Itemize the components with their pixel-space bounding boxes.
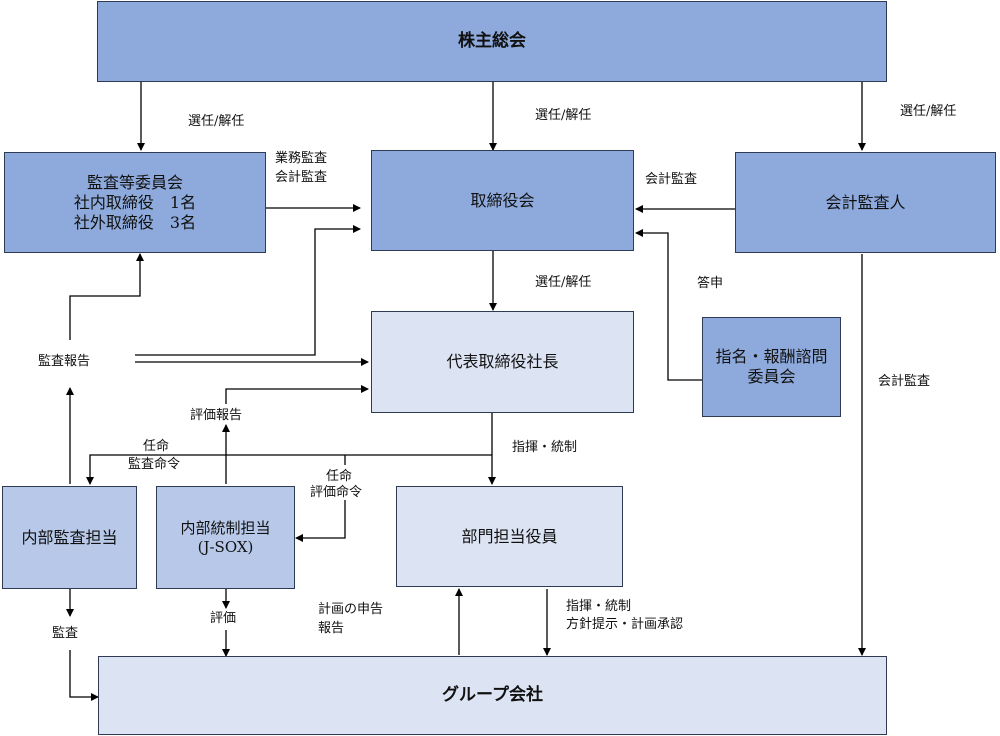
label-business-audit: 業務監査 xyxy=(275,151,328,166)
label-eval-report: 評価報告 xyxy=(190,408,243,423)
label-accounting-audit-committee: 会計監査 xyxy=(275,170,328,185)
arrow-appoint-to-internal-audit xyxy=(86,454,492,485)
internal-audit-box: 内部監査担当 xyxy=(2,486,137,589)
internal-control-line2: (J-SOX) xyxy=(197,537,254,556)
label-audit-order: 監査命令 xyxy=(128,457,181,472)
arrow-nomination-to-board xyxy=(635,229,702,381)
label-audit-report: 監査報告 xyxy=(38,354,91,369)
group-company-box: グループ会社 xyxy=(98,656,887,735)
internal-control-box: 内部統制担当 (J-SOX) xyxy=(156,486,295,589)
label-appoint-eval: 任命 xyxy=(326,469,353,484)
arrow-audit-to-group xyxy=(69,650,99,701)
shareholders-meeting-box: 株主総会 xyxy=(97,1,887,82)
accounting-auditor-box: 会計監査人 xyxy=(735,152,996,253)
ceo-box: 代表取締役社長 xyxy=(371,311,634,413)
arrow-appoint-to-internal-control xyxy=(296,455,346,538)
ceo-label: 代表取締役社長 xyxy=(446,352,559,371)
arrow-audit-report-to-committee xyxy=(69,253,144,340)
label-appoint-audit: 任命 xyxy=(143,439,170,454)
label-command-group: 指揮・統制 xyxy=(566,599,632,614)
label-plan-report-2: 報告 xyxy=(318,621,345,636)
label-command-division: 指揮・統制 xyxy=(512,440,578,455)
internal-audit-label: 内部監査担当 xyxy=(21,527,118,547)
label-policy-approval: 方針提示・計画承認 xyxy=(566,617,684,632)
internal-control-line1: 内部統制担当 xyxy=(180,518,271,537)
label-report-reply: 答申 xyxy=(697,276,724,291)
nomination-committee-box: 指名・報酬諮問 委員会 xyxy=(702,317,841,417)
arrow-audit-report-to-board xyxy=(135,225,361,356)
audit-committee-inside-directors: 社内取締役 1名 xyxy=(73,192,197,212)
audit-committee-outside-directors: 社外取締役 3名 xyxy=(73,212,197,232)
label-plan-report-1: 計画の申告 xyxy=(318,602,384,617)
division-officer-box: 部門担当役員 xyxy=(396,486,623,587)
audit-committee-title: 監査等委員会 xyxy=(86,172,183,192)
nomination-committee-line1: 指名・報酬諮問 xyxy=(715,347,828,366)
label-elect-committee: 選任/解任 xyxy=(188,114,245,129)
label-accounting-audit-group: 会計監査 xyxy=(878,374,931,389)
label-accounting-audit-board: 会計監査 xyxy=(645,172,698,187)
shareholders-meeting-label: 株主総会 xyxy=(458,30,526,51)
accounting-auditor-label: 会計監査人 xyxy=(825,192,906,212)
label-elect-ceo: 選任/解任 xyxy=(535,275,592,290)
nomination-committee-line2: 委員会 xyxy=(747,367,796,386)
audit-committee-box: 監査等委員会 社内取締役 1名 社外取締役 3名 xyxy=(4,152,266,253)
group-company-label: グループ会社 xyxy=(442,684,543,705)
label-audit: 監査 xyxy=(52,626,79,641)
division-officer-label: 部門担当役員 xyxy=(461,526,558,546)
board-box: 取締役会 xyxy=(371,150,634,251)
board-label: 取締役会 xyxy=(470,190,535,210)
arrow-eval-report-to-ceo xyxy=(225,385,369,404)
label-elect-auditor: 選任/解任 xyxy=(900,104,957,119)
label-eval-order: 評価命令 xyxy=(310,485,363,500)
label-elect-board: 選任/解任 xyxy=(535,108,592,123)
label-evaluation: 評価 xyxy=(210,611,237,626)
